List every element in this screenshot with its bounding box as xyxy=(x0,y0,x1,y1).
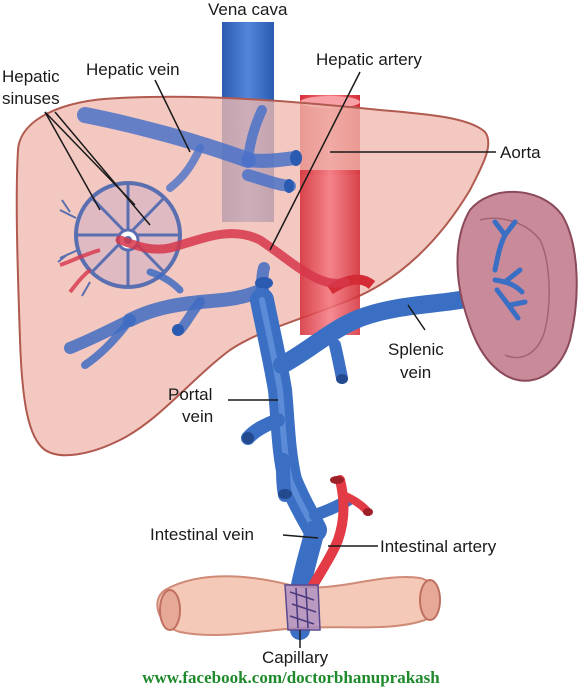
lobule-vein-twigs xyxy=(57,199,91,297)
capillary-network xyxy=(284,584,321,631)
splenic-vein-branches xyxy=(492,219,528,321)
spleen-hilum xyxy=(479,217,550,359)
label-splenic-vein-line2: vein xyxy=(400,363,431,382)
portal-vein-opening-1 xyxy=(255,277,273,289)
label-hepatic-sinuses-line2: sinuses xyxy=(2,89,60,108)
splenic-vein-side-opening xyxy=(336,374,348,384)
portal-branch-opening-left xyxy=(242,432,254,444)
label-portal-vein-line2: vein xyxy=(182,407,213,426)
splenic-vein-side xyxy=(329,339,348,384)
footer-url: www.facebook.com/doctorbhanuprakash xyxy=(142,668,440,687)
portal-vein-highlight xyxy=(259,297,318,533)
aorta-lower xyxy=(300,170,360,335)
label-intestinal-artery: Intestinal artery xyxy=(380,537,497,556)
intestine-left-end xyxy=(159,589,181,631)
intestinal-artery-opening xyxy=(363,508,373,516)
hepatic-artery-branch-2 xyxy=(59,248,101,267)
leader-lines xyxy=(44,71,496,648)
hepatic-vein-opening-2 xyxy=(284,179,294,193)
label-hepatic-vein: Hepatic vein xyxy=(86,60,180,79)
label-capillary: Capillary xyxy=(262,648,329,667)
label-splenic-vein-line1: Splenic xyxy=(388,340,444,359)
intestine-right-end xyxy=(419,579,441,621)
label-vena-cava: Vena cava xyxy=(208,0,288,19)
intestinal-artery-top xyxy=(330,476,344,484)
hepatic-vein-opening-1 xyxy=(290,150,302,166)
label-portal-vein-line1: Portal xyxy=(168,385,212,404)
portal-vein-opening-2 xyxy=(172,324,184,336)
hepatic-artery xyxy=(115,229,350,288)
label-aorta: Aorta xyxy=(500,143,541,162)
label-hepatic-artery: Hepatic artery xyxy=(316,50,422,69)
label-intestinal-vein: Intestinal vein xyxy=(150,525,254,544)
portal-branch-opening-down xyxy=(278,489,292,499)
label-hepatic-sinuses-line1: Hepatic xyxy=(2,67,60,86)
hepatic-artery-branch xyxy=(68,268,92,294)
